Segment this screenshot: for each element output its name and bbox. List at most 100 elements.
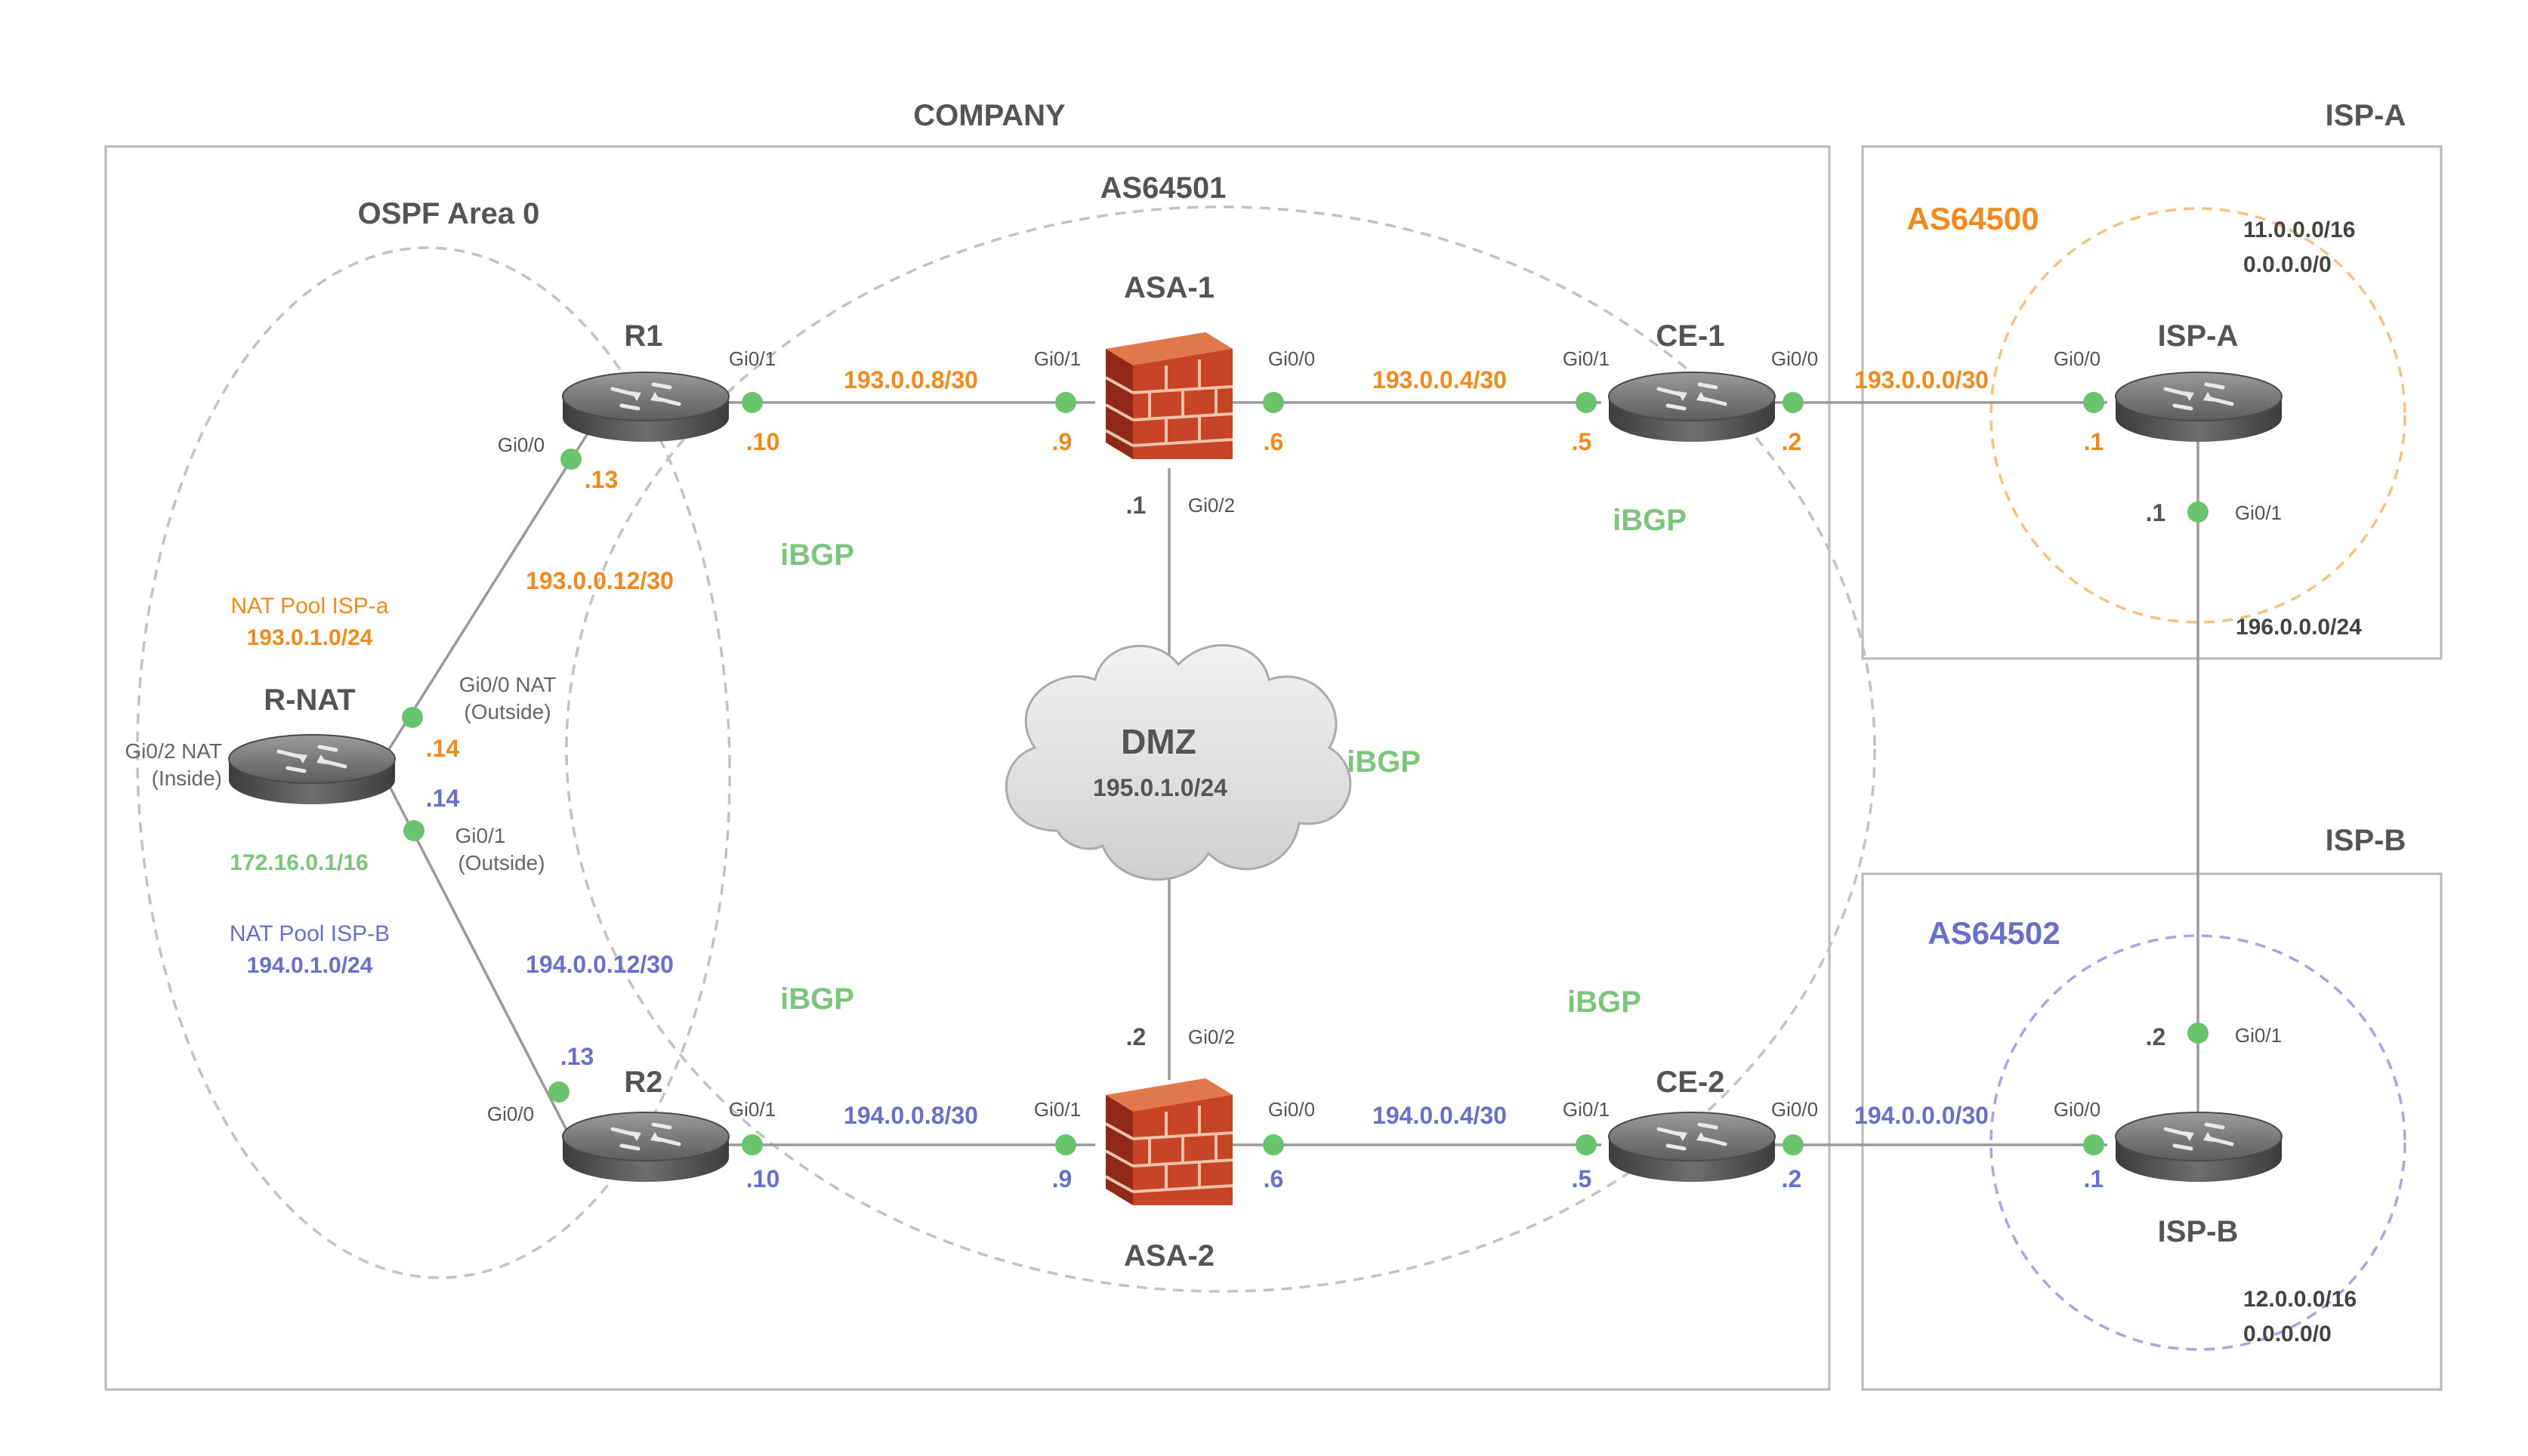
net-r1-asa1: 193.0.0.8/30 <box>844 366 978 393</box>
net-r2-asa2: 194.0.0.8/30 <box>844 1102 978 1129</box>
interface-dots <box>402 392 2209 1155</box>
router-isp-a[interactable] <box>2116 372 2282 442</box>
ibgp-label-r1: iBGP <box>780 538 854 572</box>
if-ce2-gi01: Gi0/1 <box>1563 1098 1610 1121</box>
rnat-outside-top: (Outside) <box>464 700 551 723</box>
net-asa1-ce1: 193.0.0.4/30 <box>1372 366 1507 393</box>
addr-ce2-gi01: .5 <box>1572 1165 1592 1192</box>
nat-pool-b-net: 194.0.1.0/24 <box>247 953 373 978</box>
dmz-cloud <box>1005 643 1352 881</box>
if-ispb-gi00: Gi0/0 <box>2054 1098 2100 1121</box>
router-ce1[interactable] <box>1609 372 1775 442</box>
addr-r2-gi00: .13 <box>560 1043 594 1070</box>
label-r1: R1 <box>624 319 662 353</box>
if-asa1-gi01: Gi0/1 <box>1034 347 1081 370</box>
isp-b-box <box>1861 872 2443 1391</box>
addr-rnat-top: .14 <box>426 735 460 762</box>
isp-b-route-2: 0.0.0.0/0 <box>2243 1322 2332 1346</box>
addr-r1-gi01: .10 <box>746 428 779 455</box>
net-rnat-r2: 194.0.0.12/30 <box>526 951 674 978</box>
company-as-label: AS64501 <box>1100 171 1227 205</box>
addr-rnat-bottom: .14 <box>426 785 460 812</box>
router-r1[interactable] <box>563 372 729 442</box>
rnat-gi02-label: Gi0/2 NAT <box>125 739 222 763</box>
if-ce1-gi01: Gi0/1 <box>1563 347 1610 370</box>
nat-pool-a-label: NAT Pool ISP-a <box>231 594 389 618</box>
link-rnat-r1 <box>384 418 598 756</box>
net-ce1-ispa: 193.0.0.0/30 <box>1854 366 1989 393</box>
if-ispa-gi00: Gi0/0 <box>2054 347 2100 370</box>
addr-ispa-gi01: .1 <box>2146 499 2166 526</box>
if-asa1-gi02: Gi0/2 <box>1188 494 1235 517</box>
if-r1-gi00: Gi0/0 <box>498 433 545 456</box>
addr-asa2-gi02: .2 <box>1126 1023 1147 1050</box>
rnat-outside-bottom: (Outside) <box>458 851 545 875</box>
if-asa2-gi02: Gi0/2 <box>1188 1026 1235 1048</box>
addr-ce1-gi00: .2 <box>1782 428 1802 455</box>
addr-r1-gi00: .13 <box>585 466 618 493</box>
addr-ispa-gi00: .1 <box>2084 428 2104 455</box>
isp-b-route-1: 12.0.0.0/16 <box>2243 1287 2357 1312</box>
addr-asa2-gi01: .9 <box>1052 1165 1073 1192</box>
firewall-asa2[interactable] <box>1104 1077 1234 1207</box>
net-rnat-r1: 193.0.0.12/30 <box>526 567 674 594</box>
label-asa2: ASA-2 <box>1124 1239 1215 1272</box>
company-title: COMPANY <box>913 99 1066 132</box>
label-isp-a: ISP-A <box>2158 319 2239 353</box>
rnat-inside-label: (Inside) <box>152 767 222 790</box>
addr-ispb-gi01: .2 <box>2146 1023 2166 1050</box>
isp-a-route-2: 0.0.0.0/0 <box>2243 252 2332 277</box>
label-r2: R2 <box>624 1066 662 1099</box>
router-isp-b[interactable] <box>2116 1112 2282 1182</box>
ospf-area-label: OSPF Area 0 <box>358 197 540 230</box>
nat-pool-a-net: 193.0.1.0/24 <box>247 625 373 650</box>
if-ce2-gi00: Gi0/0 <box>1771 1098 1818 1121</box>
net-asa2-ce2: 194.0.0.4/30 <box>1372 1102 1507 1129</box>
isp-b-as-label: AS64502 <box>1928 915 2060 951</box>
dmz-label: DMZ <box>1121 722 1196 761</box>
label-ce2: CE-2 <box>1656 1066 1724 1099</box>
addr-asa1-gi01: .9 <box>1052 428 1073 455</box>
addr-ce2-gi00: .2 <box>1782 1165 1802 1192</box>
label-rnat: R-NAT <box>264 683 355 717</box>
if-ispb-gi01: Gi0/1 <box>2235 1024 2282 1047</box>
if-asa2-gi00: Gi0/0 <box>1268 1098 1315 1121</box>
firewall-asa1[interactable] <box>1104 331 1234 461</box>
addr-ispb-gi00: .1 <box>2084 1165 2104 1192</box>
company-box <box>104 145 1831 1391</box>
isp-a-as-label: AS64500 <box>1906 201 2039 236</box>
addr-asa1-gi02: .1 <box>1126 492 1147 519</box>
if-r2-gi00: Gi0/0 <box>487 1103 534 1125</box>
label-asa1: ASA-1 <box>1124 271 1215 304</box>
ospf-area-zone <box>136 246 731 1279</box>
if-r1-gi01: Gi0/1 <box>729 347 776 370</box>
ibgp-label-center: iBGP <box>1347 745 1421 779</box>
label-isp-b: ISP-B <box>2158 1215 2239 1248</box>
router-ce2[interactable] <box>1609 1112 1775 1182</box>
router-rnat[interactable] <box>229 735 395 804</box>
net-ce2-ispb: 194.0.0.0/30 <box>1854 1102 1989 1129</box>
isp-a-as-zone <box>1989 207 2406 624</box>
ibgp-mesh-zone <box>565 205 1876 1293</box>
if-ce1-gi00: Gi0/0 <box>1771 347 1818 370</box>
addr-r2-gi01: .10 <box>746 1165 779 1192</box>
dmz-network: 195.0.1.0/24 <box>1093 774 1227 801</box>
addr-asa1-gi00: .6 <box>1264 428 1284 455</box>
if-asa2-gi01: Gi0/1 <box>1034 1098 1081 1121</box>
rnat-gi00-label: Gi0/0 NAT <box>459 673 557 696</box>
addr-asa2-gi00: .6 <box>1264 1165 1284 1192</box>
rnat-gi01-label: Gi0/1 <box>455 824 506 847</box>
isp-b-title: ISP-B <box>2326 824 2406 857</box>
ibgp-label-ce2: iBGP <box>1567 986 1641 1019</box>
nat-inside-net: 172.16.0.1/16 <box>230 850 369 875</box>
if-ispa-gi01: Gi0/1 <box>2235 501 2282 524</box>
isp-b-as-zone <box>1989 934 2406 1351</box>
ibgp-label-ce1: iBGP <box>1613 504 1687 537</box>
router-r2[interactable] <box>563 1112 729 1182</box>
isp-a-link-net: 196.0.0.0/24 <box>2236 615 2362 640</box>
if-r2-gi01: Gi0/1 <box>729 1098 776 1121</box>
isp-a-route-1: 11.0.0.0/16 <box>2243 217 2355 242</box>
addr-ce1-gi01: .5 <box>1572 428 1592 455</box>
if-asa1-gi00: Gi0/0 <box>1268 347 1315 370</box>
